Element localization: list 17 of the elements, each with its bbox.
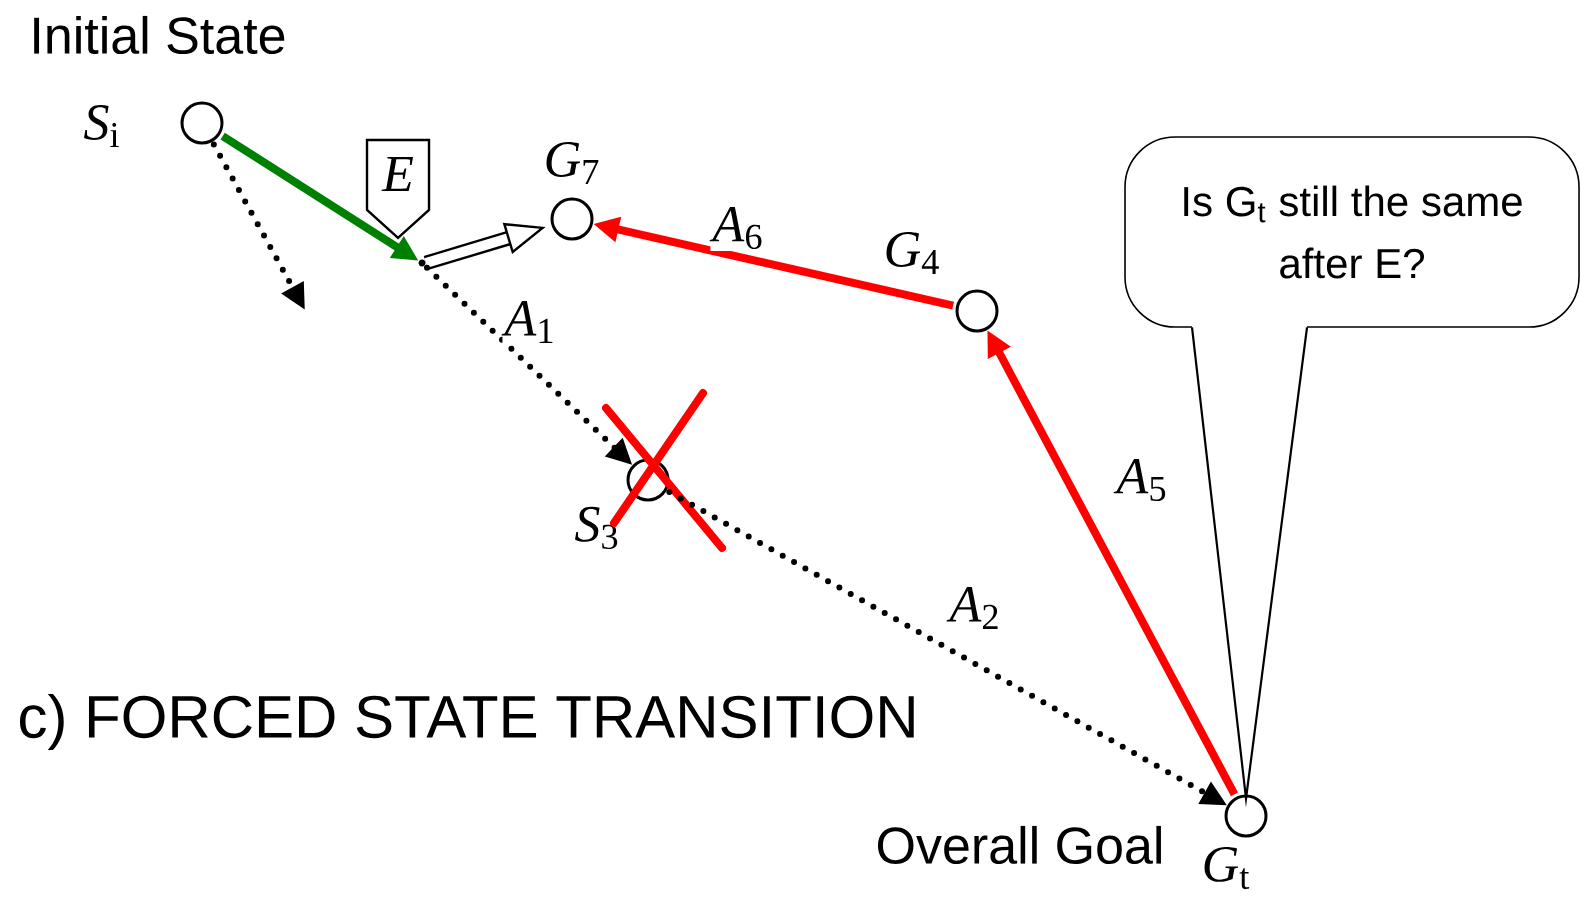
state-label: G$_{4}$ — [886, 232, 939, 274]
text-label: Overall Goal — [878, 825, 1161, 865]
edge-label: A$_{1}$ — [501, 301, 553, 343]
speech-bubble: Is G$_{t}$ still the same after E? — [1124, 136, 1580, 328]
state-circle — [1224, 794, 1268, 838]
state-label: S$_{i}$ — [84, 105, 119, 147]
text-label: c) FORCED STATE TRANSITION — [20, 694, 914, 750]
state-circle — [550, 197, 594, 241]
state-circle — [955, 289, 999, 333]
edge-label: A$_{5}$ — [1113, 458, 1166, 502]
text-label: Initial State — [34, 15, 285, 55]
state-label: G$_{7}$ — [546, 142, 599, 184]
state-circle — [180, 101, 224, 145]
state-label: S$_{3}$ — [575, 506, 618, 550]
edge-label: A$_{2}$ — [946, 587, 998, 629]
state-label: G$_{t}$ — [1204, 846, 1250, 890]
edge-label: A$_{6}$ — [709, 206, 762, 250]
